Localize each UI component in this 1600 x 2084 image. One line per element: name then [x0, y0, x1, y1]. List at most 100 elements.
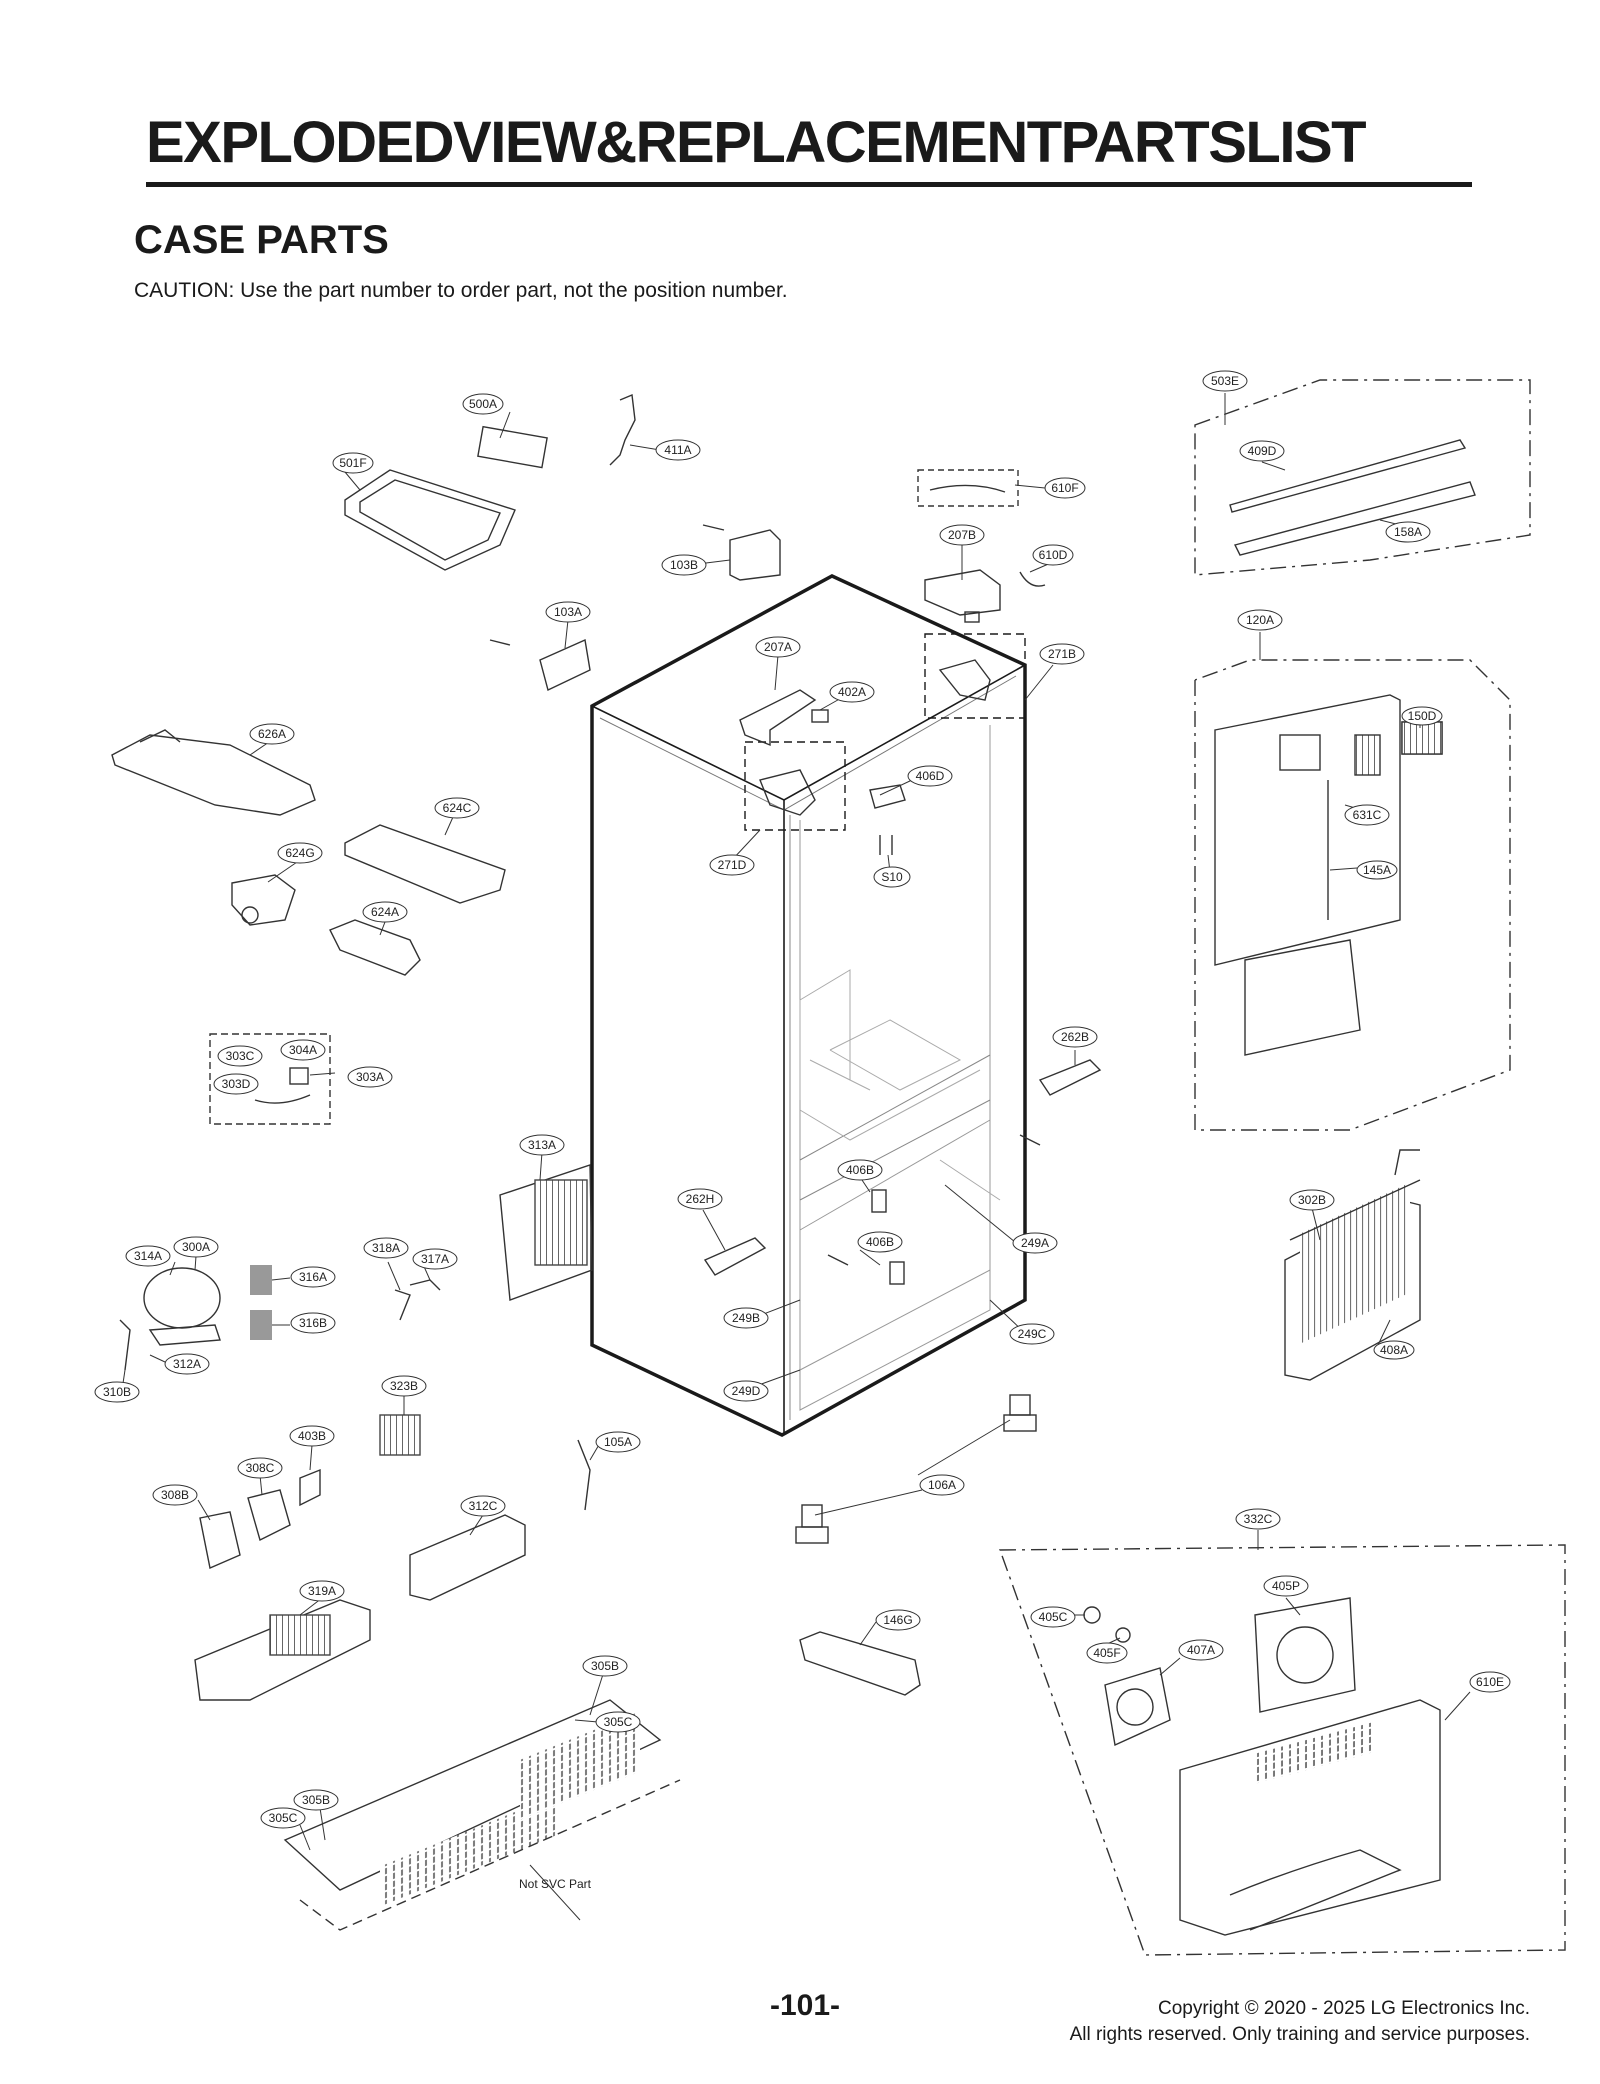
callout-207A: 207A: [755, 636, 801, 658]
svg-text:158A: 158A: [1394, 525, 1422, 539]
callout-626A: 626A: [249, 723, 295, 745]
small-brackets: [489, 524, 1102, 1285]
svg-text:316B: 316B: [299, 1316, 327, 1330]
svg-text:207A: 207A: [764, 640, 792, 654]
callout-319A: 319A: [299, 1580, 345, 1602]
page-title: EXPLODEDVIEW&REPLACEMENTPARTSLIST: [146, 110, 1367, 175]
svg-text:402A: 402A: [838, 685, 866, 699]
callout-305B-right: 305B: [582, 1655, 628, 1677]
callout-312A: 312A: [164, 1353, 210, 1375]
svg-text:150D: 150D: [1408, 709, 1437, 723]
svg-text:249B: 249B: [732, 1311, 760, 1325]
callout-103A: 103A: [545, 601, 591, 623]
callout-302B: 302B: [1289, 1189, 1335, 1211]
svg-text:405F: 405F: [1093, 1646, 1120, 1660]
svg-text:262B: 262B: [1061, 1030, 1089, 1044]
svg-text:207B: 207B: [948, 528, 976, 542]
svg-text:106A: 106A: [928, 1478, 956, 1492]
svg-text:405C: 405C: [1039, 1610, 1068, 1624]
svg-text:303D: 303D: [222, 1077, 251, 1091]
svg-text:316A: 316A: [299, 1270, 327, 1284]
callout-503E: 503E: [1202, 370, 1248, 392]
callout-313A: 313A: [519, 1134, 565, 1156]
left-parts: [111, 729, 681, 1931]
callout-271B: 271B: [1039, 643, 1085, 665]
svg-text:317A: 317A: [421, 1252, 449, 1266]
callout-207B: 207B: [939, 524, 985, 546]
svg-text:610F: 610F: [1051, 481, 1078, 495]
svg-text:631C: 631C: [1353, 808, 1382, 822]
svg-text:103A: 103A: [554, 605, 582, 619]
callout-158A: 158A: [1385, 521, 1431, 543]
callout-105A: 105A: [595, 1431, 641, 1453]
callout-624A: 624A: [362, 901, 408, 923]
callout-409D: 409D: [1239, 440, 1285, 462]
svg-text:308B: 308B: [161, 1488, 189, 1502]
callout-323B: 323B: [381, 1375, 427, 1397]
copyright-notice: Copyright © 2020 - 2025 LG Electronics I…: [1070, 1996, 1530, 2048]
svg-text:305B: 305B: [591, 1659, 619, 1673]
callout-314A: 314A: [125, 1245, 171, 1267]
callout-249D: 249D: [723, 1380, 769, 1402]
callout-271D: 271D: [709, 854, 755, 876]
callout-402A: 402A: [829, 681, 875, 703]
callout-146G: 146G: [875, 1609, 921, 1631]
svg-text:312A: 312A: [173, 1357, 201, 1371]
callout-120A: 120A: [1237, 609, 1283, 631]
svg-text:407A: 407A: [1187, 1643, 1215, 1657]
svg-text:501F: 501F: [339, 456, 366, 470]
callout-406D: 406D: [907, 765, 953, 787]
callout-403B: 403B: [289, 1425, 335, 1447]
callout-624C: 624C: [434, 797, 480, 819]
callout-317A: 317A: [412, 1248, 458, 1270]
svg-text:308C: 308C: [246, 1461, 275, 1475]
callout-145A: 145A: [1356, 860, 1398, 880]
svg-text:503E: 503E: [1211, 374, 1239, 388]
cabinet-case: [590, 574, 1027, 1437]
callout-303D: 303D: [213, 1073, 259, 1095]
callout-308C: 308C: [237, 1457, 283, 1479]
svg-text:271D: 271D: [718, 858, 747, 872]
svg-text:319A: 319A: [308, 1584, 336, 1598]
svg-text:408A: 408A: [1380, 1343, 1408, 1357]
svg-text:305C: 305C: [604, 1715, 633, 1729]
svg-text:411A: 411A: [664, 443, 691, 457]
callout-304A: 304A: [280, 1039, 326, 1061]
copyright-line-1: Copyright © 2020 - 2025 LG Electronics I…: [1157, 1998, 1530, 2019]
svg-text:103B: 103B: [670, 558, 698, 572]
svg-text:403B: 403B: [298, 1429, 326, 1443]
svg-text:314A: 314A: [134, 1249, 162, 1263]
callout-610E: 610E: [1469, 1671, 1511, 1693]
svg-text:332C: 332C: [1244, 1512, 1273, 1526]
callout-305C-left: 305C: [260, 1807, 306, 1829]
callout-262H: 262H: [677, 1188, 723, 1210]
svg-text:323B: 323B: [390, 1379, 418, 1393]
section-title: CASE PARTS: [134, 218, 389, 262]
svg-text:305B: 305B: [302, 1793, 330, 1807]
svg-text:145A: 145A: [1363, 863, 1391, 877]
svg-text:262H: 262H: [686, 1192, 715, 1206]
callout-150D: 150D: [1401, 706, 1443, 726]
callout-408A: 408A: [1373, 1340, 1415, 1360]
page-number: -101-: [770, 1989, 841, 2022]
svg-text:406D: 406D: [916, 769, 945, 783]
callout-249B: 249B: [723, 1307, 769, 1329]
svg-text:249C: 249C: [1018, 1327, 1047, 1341]
svg-text:313A: 313A: [528, 1138, 556, 1152]
title-rule: [146, 182, 1472, 187]
callout-labels: 500A 411A 501F 610F 103B 207B 610D 103A …: [94, 370, 1511, 1891]
callout-312C: 312C: [460, 1495, 506, 1517]
callout-501F: 501F: [332, 452, 374, 474]
callout-407A: 407A: [1178, 1639, 1224, 1661]
svg-text:S10: S10: [881, 870, 903, 884]
svg-text:271B: 271B: [1048, 647, 1076, 661]
callout-300A: 300A: [173, 1236, 219, 1258]
callout-405C: 405C: [1030, 1606, 1076, 1628]
caution-note: CAUTION: Use the part number to order pa…: [134, 279, 788, 302]
callout-249A: 249A: [1012, 1232, 1058, 1254]
callout-303C: 303C: [217, 1045, 263, 1067]
callout-316B: 316B: [290, 1312, 336, 1334]
svg-text:300A: 300A: [182, 1240, 210, 1254]
top-parts: [344, 393, 1046, 691]
